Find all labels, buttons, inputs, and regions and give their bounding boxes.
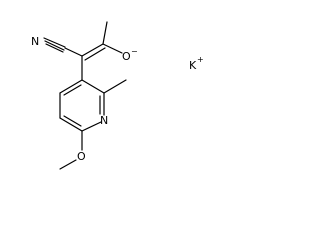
bond-center-to-enolate-a [81,43,104,57]
ring-bond-c4-c3 [59,79,83,94]
ring-bond-c6-c5 [59,117,83,132]
ring-bond-c6-c5-inner [63,115,82,127]
methoxy-oxygen-label: O [77,150,86,163]
pyridine-ring [59,79,105,132]
bond-methoxy-to-methyl [59,159,77,170]
nitrile-triple-bond-2 [44,40,65,51]
nitrile-triple-bond-3 [45,43,64,53]
bond-ring-methyl [103,79,127,94]
enolate-oxygen-label: O [122,50,131,63]
enolate-oxygen-charge: − [131,47,138,56]
bond-center-to-enolate-b [84,47,106,61]
nitrile-nitrogen-label: N [31,35,39,48]
potassium-label: K [189,59,197,72]
structure-canvas: N O − N O K + [31,21,204,170]
bond-enolate-to-methyl [102,21,108,45]
nitrile-triple-bond-1 [43,37,66,48]
potassium-charge: + [197,55,204,64]
nitrile-group [43,37,66,53]
bond-nitrile-carbon-to-center [64,47,83,57]
molecule-structure: N O − N O K + [31,21,204,170]
ring-bond-n1-c6 [81,121,102,132]
ring-bond-c3-c2 [81,79,105,94]
ring-nitrogen-label: N [100,114,108,127]
ring-bond-c4-c3-inner [63,84,82,96]
bond-enolate-to-oxygen [102,43,123,54]
